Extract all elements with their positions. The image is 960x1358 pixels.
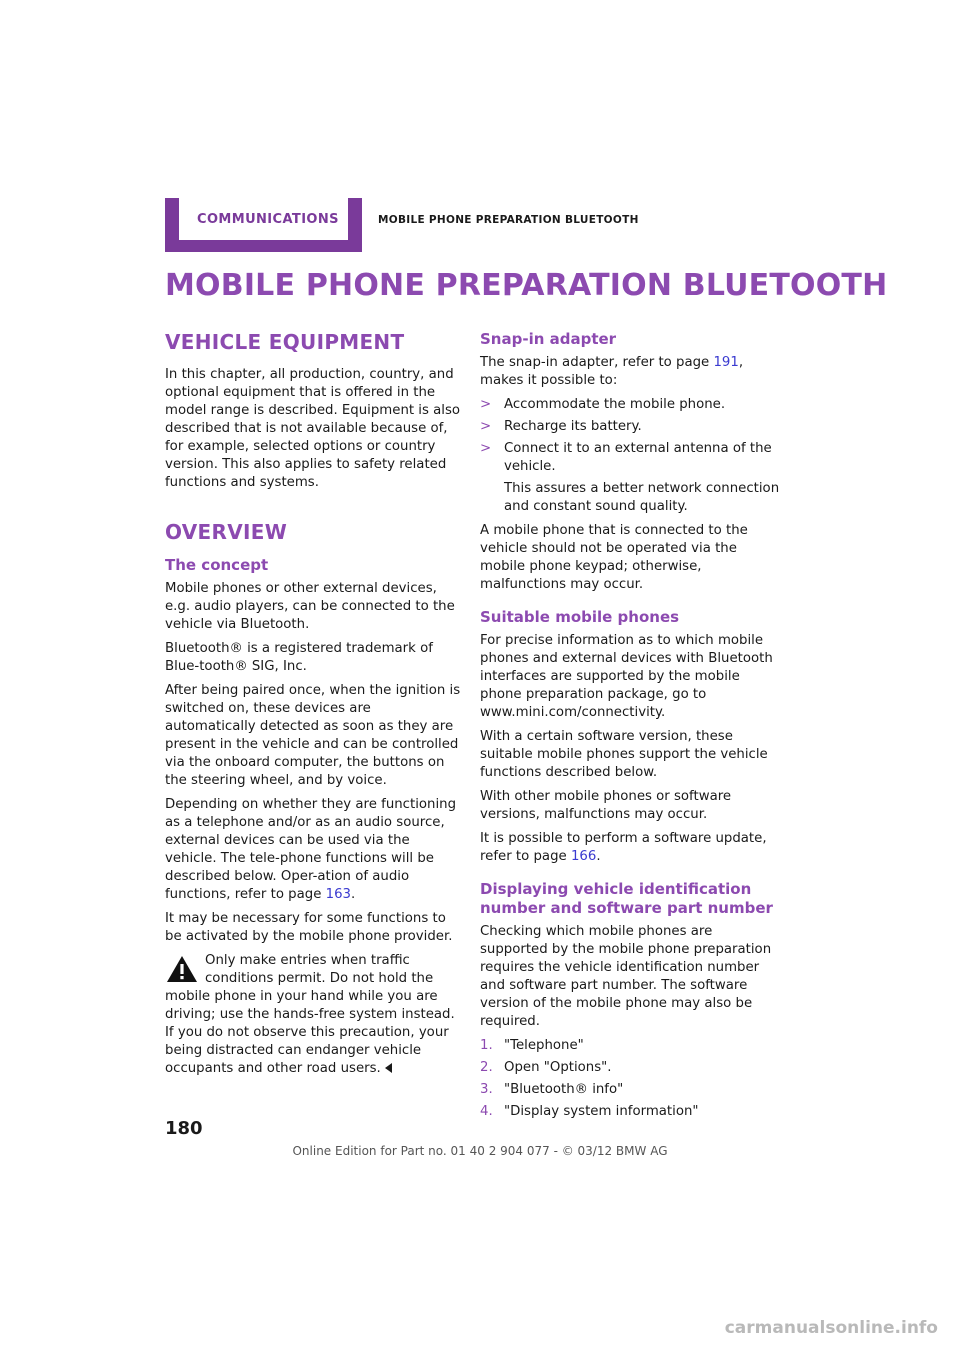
snap-in-list: >Accommodate the mobile phone. >Recharge… (480, 396, 780, 516)
vehicle-equipment-heading: Vehicle equipment (165, 330, 405, 354)
suitable-paragraph-2: With a certain software version, these s… (480, 729, 768, 780)
overview-heading: Overview (165, 520, 288, 544)
warning-triangle-icon (167, 956, 197, 982)
page-number: 180 (165, 1118, 203, 1139)
suitable-paragraph-1: For precise information as to which mobi… (480, 633, 773, 720)
warning-note: Only make entries when traffic condition… (165, 952, 465, 1078)
list-item: >Accommodate the mobile phone. (480, 397, 726, 412)
steps-list: 1."Telephone" 2.Open "Options". 3."Bluet… (480, 1037, 780, 1121)
display-info-heading: Displaying vehicle identification number… (480, 880, 773, 917)
list-item: 1."Telephone" (480, 1038, 584, 1053)
concept-paragraph-3: After being paired once, when the igniti… (165, 683, 461, 788)
concept-paragraph-2: Bluetooth® is a registered trademark of … (165, 641, 433, 674)
page-link-166[interactable]: 166 (570, 849, 597, 864)
snap-in-intro: The snap-in adapter, refer to page 191, … (480, 355, 744, 388)
list-item: >Recharge its battery. (480, 419, 642, 434)
vehicle-equipment-text: In this chapter, all production, country… (165, 367, 461, 490)
bullet-continuation: This assures a better network connection… (504, 481, 780, 514)
right-column: Snap-in adapter The snap-in adapter, ref… (480, 330, 780, 1125)
end-mark-icon (384, 1063, 392, 1073)
list-item: 2.Open "Options". (480, 1060, 612, 1075)
concept-paragraph-5: It may be necessary for some functions t… (165, 911, 453, 944)
page-title: Mobile phone preparation Bluetooth (165, 268, 888, 303)
concept-heading: The concept (165, 556, 269, 574)
left-column: Vehicle equipment In this chapter, all p… (165, 330, 465, 1078)
section-tab-label: Communications (197, 212, 339, 227)
page-link-163[interactable]: 163 (325, 887, 352, 902)
snap-in-note: A mobile phone that is connected to the … (480, 523, 748, 592)
footer-edition: Online Edition for Part no. 01 40 2 904 … (292, 1144, 668, 1158)
bullet-marker: > (480, 419, 492, 434)
watermark: carmanualsonline.info (724, 1318, 938, 1338)
suitable-paragraph-3: With other mobile phones or software ver… (480, 789, 732, 822)
list-item: >Connect it to an external antenna of th… (480, 441, 780, 514)
list-item: 3."Bluetooth® info" (480, 1082, 624, 1097)
list-item: 4."Display system information" (480, 1104, 699, 1119)
warning-text: Only make entries when traffic condition… (165, 953, 455, 1076)
snap-in-heading: Snap-in adapter (480, 330, 617, 348)
suitable-phones-heading: Suitable mobile phones (480, 608, 680, 626)
page-link-191[interactable]: 191 (713, 355, 739, 370)
header-tab (165, 198, 362, 252)
bullet-marker: > (480, 397, 492, 412)
suitable-paragraph-4: It is possible to perform a software upd… (480, 831, 767, 864)
bullet-marker: > (480, 441, 492, 456)
concept-paragraph-4: Depending on whether they are functionin… (165, 797, 457, 902)
concept-paragraph-1: Mobile phones or other external devices,… (165, 581, 455, 632)
chapter-label: Mobile phone preparation Bluetooth (378, 214, 639, 226)
display-paragraph: Checking which mobile phones are support… (480, 924, 772, 1029)
